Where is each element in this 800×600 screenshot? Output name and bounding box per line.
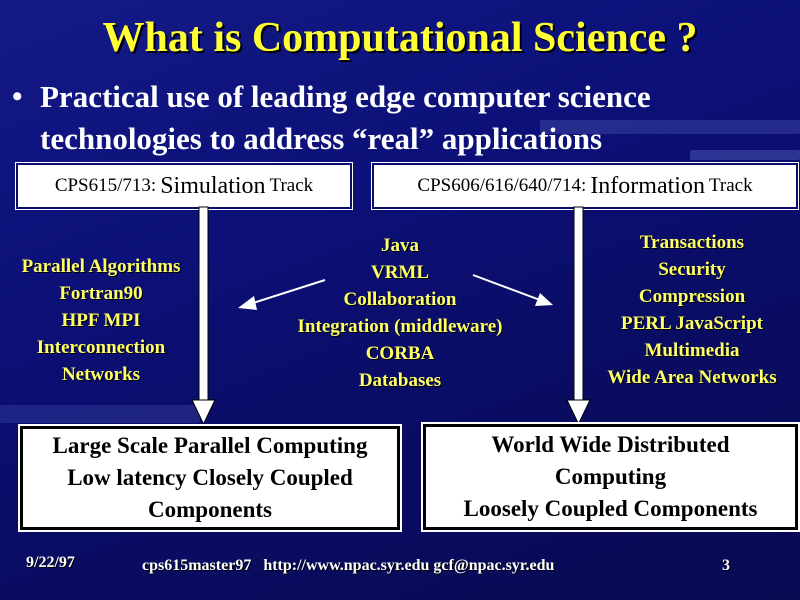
list-item: Parallel Algorithms xyxy=(21,256,181,277)
result-line: Large Scale Parallel Computing xyxy=(52,433,368,458)
list-item: HPF MPI xyxy=(61,310,141,331)
arrow-to-right-head xyxy=(535,293,553,306)
result-line: Loosely Coupled Components xyxy=(463,496,758,521)
simulation-track-prefix: CPS615/713: xyxy=(54,175,157,196)
list-item: Wide Area Networks xyxy=(607,367,777,388)
list-item: Databases xyxy=(358,370,442,391)
list-item: Collaboration xyxy=(343,289,457,310)
shared-topics-list: Java VRML Collaboration Integration (mid… xyxy=(270,232,530,394)
simulation-track-box: CPS615/713: Simulation Track xyxy=(16,163,352,209)
list-item: Transactions xyxy=(639,232,745,253)
list-item: Fortran90 xyxy=(59,283,143,304)
list-item: Interconnection xyxy=(36,337,166,358)
result-line: Components xyxy=(148,497,272,522)
arrow-to-left-head xyxy=(238,296,257,310)
simulation-track-main: Simulation xyxy=(160,172,266,199)
information-topics-list: Transactions Security Compression PERL J… xyxy=(586,229,798,391)
page-number: 3 xyxy=(722,557,730,574)
information-track-suffix: Track xyxy=(708,175,753,196)
left-down-arrow-head xyxy=(191,399,216,426)
simulation-topics-list: Parallel Algorithms Fortran90 HPF MPI In… xyxy=(2,253,200,388)
left-down-arrow-shaft xyxy=(198,206,209,401)
simulation-track-suffix: Track xyxy=(269,175,314,196)
list-item: Networks xyxy=(61,364,141,385)
arrow-to-right-line xyxy=(472,274,541,301)
list-item: VRML xyxy=(370,262,430,283)
result-line: Computing xyxy=(554,464,667,489)
list-item: Compression xyxy=(638,286,746,307)
information-track-prefix: CPS606/616/640/714: xyxy=(417,175,587,196)
information-result-box: World Wide Distributed Computing Loosely… xyxy=(423,424,798,530)
right-down-arrow-head xyxy=(566,399,591,426)
right-down-arrow-shaft xyxy=(573,206,584,401)
bullet-icon: • xyxy=(12,80,23,113)
footer-center: cps615master97 http://www.npac.syr.edu g… xyxy=(142,557,555,574)
list-item: CORBA xyxy=(365,343,435,364)
decorative-streak xyxy=(540,120,800,134)
slide-title: What is Computational Science ? xyxy=(102,15,698,61)
bullet-text: Practical use of leading edge computer s… xyxy=(40,76,780,160)
information-track-main: Information xyxy=(590,172,705,199)
decorative-streak xyxy=(690,150,800,160)
bullet-line-2: technologies to address “real” applicati… xyxy=(40,121,603,156)
list-item: Java xyxy=(381,235,419,256)
list-item: Integration (middleware) xyxy=(297,316,503,337)
list-item: PERL JavaScript xyxy=(621,313,763,334)
simulation-result-box: Large Scale Parallel Computing Low laten… xyxy=(20,426,400,530)
arrow-to-left-line xyxy=(249,279,326,305)
footer-date: 9/22/97 xyxy=(26,554,75,571)
result-line: Low latency Closely Coupled xyxy=(67,465,353,490)
result-line: World Wide Distributed xyxy=(491,432,730,457)
list-item: Security xyxy=(658,259,726,280)
decorative-streak xyxy=(0,405,200,423)
list-item: Multimedia xyxy=(644,340,740,361)
bullet-line-1: Practical use of leading edge computer s… xyxy=(40,79,651,114)
information-track-box: CPS606/616/640/714: Information Track xyxy=(372,163,798,209)
